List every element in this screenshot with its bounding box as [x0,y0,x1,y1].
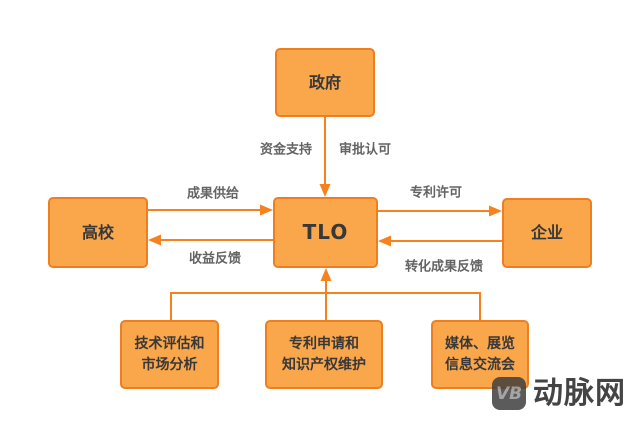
edge-university-tlo [148,204,273,216]
node-government-label: 政府 [308,72,341,92]
node-tlo: TLO [273,197,378,268]
edge-tlo-enterprise [378,205,502,217]
watermark: VB 动脉网 [492,377,626,410]
edge-label-result-feedback: 转化成果反馈 [404,259,484,275]
node-patent-application-label: 专利申请和 知识产权维护 [282,334,366,375]
node-media-exchange: 媒体、展览 信息交流会 [431,320,529,389]
edge-label-income-feedback: 收益反馈 [188,251,242,267]
node-tlo-label: TLO [302,220,349,244]
node-media-exchange-label: 媒体、展览 信息交流会 [445,334,515,375]
edge-label-funding: 资金支持 [259,142,313,158]
vcbeat-logo-icon: VB [492,377,526,410]
node-university: 高校 [48,197,148,268]
edge-label-supply: 成果供给 [186,186,240,202]
edge-label-approval: 审批认可 [338,142,392,158]
watermark-brand-text: 动脉网 [533,376,626,411]
patent-apply-line1: 专利申请和 [289,336,359,353]
tech-eval-line2: 市场分析 [141,356,198,373]
node-patent-application: 专利申请和 知识产权维护 [265,320,383,389]
edge-services-tlo [170,268,481,320]
edge-government-tlo [319,117,331,197]
node-enterprise: 企业 [502,198,592,268]
edge-label-license: 专利许可 [409,185,463,201]
patent-apply-line2: 知识产权维护 [282,356,366,373]
node-tech-evaluation: 技术评估和 市场分析 [120,320,219,389]
edge-tlo-university [148,234,273,246]
node-government: 政府 [275,48,375,117]
node-enterprise-label: 企业 [530,223,563,243]
node-university-label: 高校 [81,222,114,242]
media-exchange-line1: 媒体、展览 [445,336,515,353]
tech-eval-line1: 技术评估和 [134,336,205,353]
edge-enterprise-tlo [378,235,502,247]
media-exchange-line2: 信息交流会 [445,356,515,373]
node-tech-evaluation-label: 技术评估和 市场分析 [135,334,205,375]
